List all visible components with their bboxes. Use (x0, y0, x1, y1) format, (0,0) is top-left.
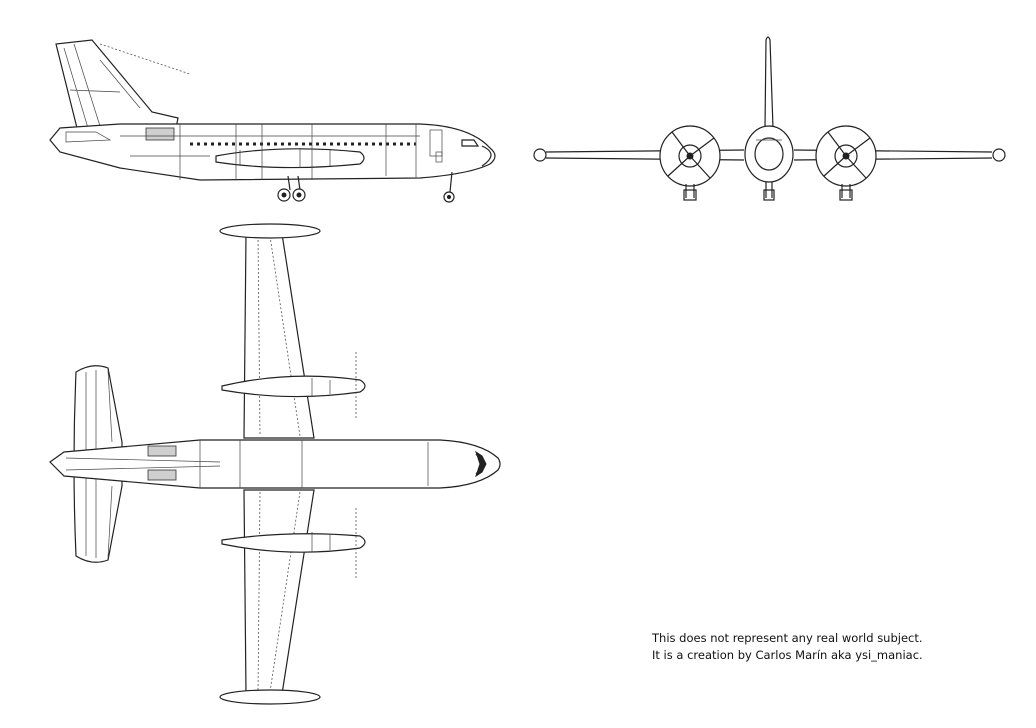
front-view-icon (533, 36, 1006, 201)
side-view-icon (49, 39, 496, 203)
credit-line-1: This does not represent any real world s… (652, 631, 923, 645)
credit-line-2: It is a creation by Carlos Marín aka ysi… (652, 648, 923, 662)
main-gear-icon (277, 175, 306, 202)
credit-text: This does not represent any real world s… (652, 630, 923, 664)
nose-gear-icon (443, 171, 455, 203)
top-view-icon (49, 223, 501, 705)
